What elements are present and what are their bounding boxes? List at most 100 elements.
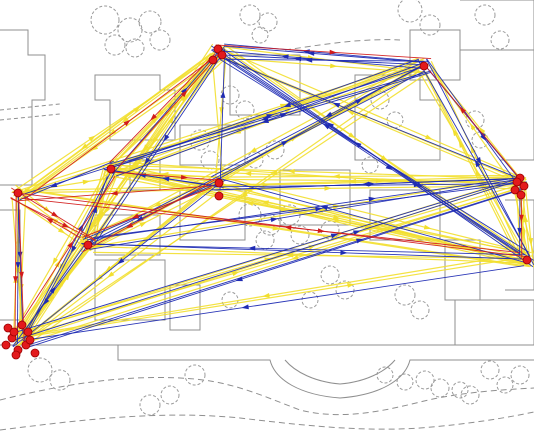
flow-arrow-icon (88, 222, 95, 230)
tree-icon (49, 369, 71, 391)
flow-arrow-icon (458, 140, 465, 148)
tree-icon (27, 357, 53, 383)
tree-icon (474, 4, 496, 26)
flow-line (113, 168, 528, 264)
tree-icon (290, 225, 310, 245)
tree-icon (419, 14, 441, 36)
tree-icon (239, 4, 261, 26)
flow-arrow-icon (324, 186, 332, 191)
building-outline (454, 299, 534, 346)
flow-arrow-icon (325, 111, 333, 118)
flow-line (16, 251, 532, 338)
tree-icon (465, 110, 485, 130)
flow-line (18, 191, 27, 333)
flow-line (94, 56, 221, 245)
flow-arrow-icon (105, 265, 113, 273)
flow-arrow-icon (284, 108, 292, 114)
flow-arrow-icon (131, 213, 139, 219)
flow-arrow-icon (291, 255, 299, 260)
flow-arrow-icon (241, 304, 249, 310)
flow-line (14, 198, 91, 252)
tree-icon (490, 30, 510, 50)
flow-line (219, 176, 528, 254)
tree-icon (394, 284, 416, 306)
walkway-dashed (284, 39, 401, 51)
flow-line (80, 245, 529, 264)
flow-arrow-icon (269, 109, 278, 115)
flow-line (215, 183, 520, 188)
flow-line (211, 49, 521, 255)
flow-arrow-icon (166, 102, 174, 109)
tree-icon (251, 26, 269, 44)
tree-icon (496, 376, 514, 394)
flow-line (14, 171, 110, 342)
flow-arrow-icon (287, 168, 295, 174)
flow-arrow-icon (125, 222, 134, 229)
flow-line (24, 255, 533, 338)
flow-line (89, 187, 214, 251)
flow-line (13, 175, 116, 333)
tree-icon (480, 360, 500, 380)
flow-arrow-icon (153, 201, 162, 207)
flow-line (219, 48, 226, 190)
flow-arrow-icon (57, 227, 66, 234)
flow-arrow-icon (270, 217, 279, 223)
tree-icon (138, 10, 162, 34)
tree-icon (255, 230, 275, 250)
flow-line (224, 43, 425, 63)
building-outline (500, 49, 534, 161)
tree-icon (258, 12, 278, 32)
flow-line (88, 70, 425, 243)
node-marker (214, 191, 224, 201)
flow-arrow-icon (330, 63, 338, 69)
flow-line (110, 164, 513, 180)
walkway-dashed (0, 376, 534, 416)
tree-icon (415, 370, 435, 390)
flow-line (14, 176, 525, 334)
node-marker (510, 185, 520, 195)
flow-arrow-icon (330, 233, 339, 239)
flow-line (20, 186, 226, 345)
flow-line (89, 179, 517, 250)
node-marker (217, 50, 227, 60)
flow-line (86, 177, 520, 241)
flow-line (27, 187, 529, 348)
flow-arrow-icon (139, 221, 147, 228)
building-outline (460, 0, 534, 51)
tree-icon (335, 280, 355, 300)
flow-arrow-icon (52, 257, 58, 265)
node-marker (11, 350, 21, 360)
tree-icon (396, 373, 414, 391)
flow-arrow-icon (332, 102, 341, 108)
flow-arrow-icon (88, 135, 96, 142)
tree-icon (361, 156, 379, 174)
flow-arrow-icon (294, 56, 302, 62)
walkway-dashed (0, 113, 61, 121)
tree-icon (376, 366, 394, 384)
flow-arrow-icon (61, 222, 70, 228)
walkway-dashed (0, 103, 61, 111)
flow-arrow-icon (317, 228, 326, 233)
flow-arrow-icon (110, 190, 118, 196)
flow-line (19, 238, 94, 339)
node-marker (419, 61, 429, 71)
walkway-dashed (0, 411, 534, 431)
node-marker (23, 327, 33, 337)
flow-arrow-icon (519, 214, 524, 222)
flow-arrow-icon (80, 143, 88, 150)
flow-line (108, 71, 432, 169)
plaza-inner-curb (284, 359, 396, 385)
flow-arrow-icon (249, 147, 257, 153)
flow-line (211, 54, 225, 190)
node-marker (213, 44, 223, 54)
flow-line (14, 192, 17, 340)
tree-icon (320, 265, 340, 285)
flow-arrow-icon (123, 119, 131, 127)
flow-arrow-icon (163, 134, 170, 142)
flow-arrow-icon (425, 134, 433, 140)
flow-line (88, 45, 226, 248)
tree-icon (460, 385, 480, 405)
flow-line (11, 173, 106, 335)
